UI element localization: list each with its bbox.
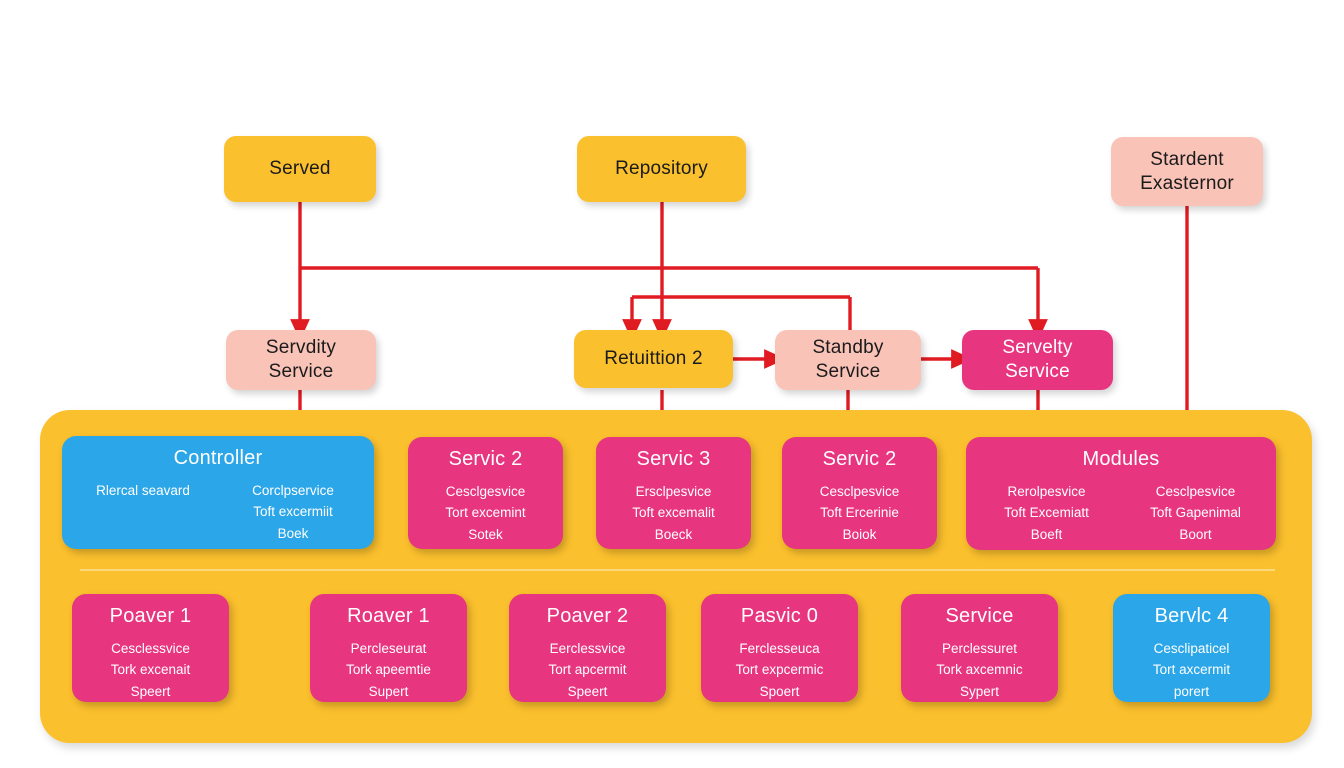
text-line: Supert [368, 683, 409, 699]
text-line: Tork axcemnic [936, 662, 1023, 678]
card-service[interactable]: Service Perclessuret Tork axcemnic Syper… [901, 594, 1058, 702]
card-modules-title: Modules [1082, 448, 1160, 470]
card-servic-2-b-title: Servic 2 [822, 448, 897, 470]
text-line: Toft Excemiatt [1004, 505, 1089, 521]
text-line: Cesclpesvice [1155, 484, 1236, 499]
text-line: Toft excemalit [632, 505, 715, 521]
panel-divider [80, 569, 1275, 571]
node-retuittion-2[interactable]: Retuittion 2 [574, 330, 733, 388]
card-service-title: Service [945, 605, 1014, 627]
node-stardent-line2: Exasternor [1140, 172, 1234, 194]
node-servelty-service[interactable]: Servelty Service [962, 330, 1113, 390]
card-servic-2-b[interactable]: Servic 2 Cesclpesvice Toft Ercerinie Boi… [782, 437, 937, 549]
node-repository-label: Repository [615, 158, 708, 180]
text-line: Tork excenait [110, 662, 191, 678]
card-roaver-1-body: Percleseurat Tork apeemtie Supert [310, 638, 467, 702]
text-line: Tort apcermit [548, 662, 627, 678]
text-line: Toft Gapenimal [1150, 505, 1241, 521]
card-modules-col-1: Rerolpesvice Toft Excemiatt Boeft [976, 481, 1117, 545]
node-servelty-line1: Servelty [1002, 337, 1073, 359]
node-stardent-exasternor[interactable]: Stardent Exasternor [1111, 137, 1263, 206]
node-served-label: Served [269, 158, 331, 180]
text-line: Sotek [468, 526, 503, 542]
node-retuittion-label: Retuittion 2 [604, 348, 703, 370]
node-servdity-line2: Service [268, 361, 334, 382]
card-poaver-2-title: Poaver 2 [546, 605, 629, 627]
text-line: Cesclgesvice [445, 484, 526, 499]
card-poaver-1[interactable]: Poaver 1 Cesclessvice Tork excenait Spee… [72, 594, 229, 702]
card-pasvic-0[interactable]: Pasvic 0 Ferclesseuca Tort expcermic Spo… [701, 594, 858, 702]
card-roaver-1[interactable]: Roaver 1 Percleseurat Tork apeemtie Supe… [310, 594, 467, 702]
node-servdity-service[interactable]: Servdity Service [226, 330, 376, 390]
text-line: Rlercal seavard [96, 483, 190, 498]
node-servelty-line2: Service [1005, 361, 1070, 382]
text-line: Tort axcermit [1152, 662, 1231, 678]
card-controller-title: Controller [173, 447, 263, 469]
node-standby-line1: Standby [812, 337, 884, 359]
card-modules-col-2: Cesclpesvice Toft Gapenimal Boort [1125, 481, 1266, 545]
text-line: Corclpservice [252, 483, 334, 498]
card-modules-columns: Rerolpesvice Toft Excemiatt Boeft Cesclp… [966, 481, 1276, 545]
card-poaver-1-body: Cesclessvice Tork excenait Speert [72, 638, 229, 702]
card-bervlc-4[interactable]: Bervlc 4 Cesclipaticel Tort axcermit por… [1113, 594, 1270, 702]
card-servic-3-title: Servic 3 [636, 448, 711, 470]
node-stardent-line1: Stardent [1150, 148, 1224, 170]
text-line: Cesclipaticel [1153, 641, 1230, 656]
text-line: Rerolpesvice [1007, 484, 1086, 499]
text-line: Tork apeemtie [346, 662, 431, 678]
text-line: Ersclpesvice [635, 484, 712, 499]
text-line: Speert [567, 683, 608, 699]
card-roaver-1-title: Roaver 1 [347, 605, 430, 627]
card-servic-3[interactable]: Servic 3 Ersclpesvice Toft excemalit Boe… [596, 437, 751, 549]
text-line: Perclessuret [941, 641, 1018, 656]
text-line: Percleseurat [350, 641, 427, 656]
card-servic-2-b-body: Cesclpesvice Toft Ercerinie Boiok [782, 481, 937, 545]
card-servic-2-a-body: Cesclgesvice Tort excemint Sotek [408, 481, 563, 545]
text-line: Boeck [654, 526, 693, 542]
text-line: Boiok [842, 526, 877, 542]
node-repository[interactable]: Repository [577, 136, 746, 202]
card-servic-3-body: Ersclpesvice Toft excemalit Boeck [596, 481, 751, 545]
card-controller[interactable]: Controller Rlercal seavard Corclpservice… [62, 436, 374, 549]
card-bervlc-4-title: Bervlc 4 [1154, 605, 1229, 627]
text-line: Speert [130, 683, 171, 699]
text-line: Spoert [759, 683, 800, 699]
node-servdity-line1: Servdity [265, 337, 337, 359]
text-line: Tort expcermic [735, 662, 824, 678]
text-line: porert [1173, 683, 1210, 699]
card-poaver-1-title: Poaver 1 [109, 605, 192, 627]
text-line: Tort excemint [445, 505, 526, 521]
text-line: Toft excermiit [253, 504, 333, 520]
card-pasvic-0-title: Pasvic 0 [740, 605, 819, 627]
text-line: Cesclpesvice [819, 484, 900, 499]
text-line: Boeft [1030, 526, 1063, 542]
card-pasvic-0-body: Ferclesseuca Tort expcermic Spoert [701, 638, 858, 702]
card-poaver-2[interactable]: Poaver 2 Eerclessvice Tort apcermit Spee… [509, 594, 666, 702]
card-servic-2-a[interactable]: Servic 2 Cesclgesvice Tort excemint Sote… [408, 437, 563, 549]
text-line: Cesclessvice [111, 641, 190, 656]
card-modules[interactable]: Modules Rerolpesvice Toft Excemiatt Boef… [966, 437, 1276, 550]
card-bervlc-4-body: Cesclipaticel Tort axcermit porert [1113, 638, 1270, 702]
card-controller-col-1: Rlercal seavard [72, 480, 214, 501]
node-standby-service[interactable]: Standby Service [775, 330, 921, 390]
text-line: Eerclessvice [549, 641, 626, 656]
text-line: Toft Ercerinie [820, 505, 899, 521]
text-line: Boek [277, 525, 309, 541]
text-line: Sypert [959, 683, 1000, 699]
node-served[interactable]: Served [224, 136, 376, 202]
node-standby-line2: Service [815, 361, 881, 382]
card-poaver-2-body: Eerclessvice Tort apcermit Speert [509, 638, 666, 702]
card-controller-columns: Rlercal seavard Corclpservice Toft excer… [62, 480, 374, 544]
card-controller-col-2: Corclpservice Toft excermiit Boek [222, 480, 364, 544]
text-line: Boort [1179, 526, 1212, 542]
card-servic-2-a-title: Servic 2 [448, 448, 523, 470]
card-service-body: Perclessuret Tork axcemnic Sypert [901, 638, 1058, 702]
text-line: Ferclesseuca [739, 641, 820, 656]
